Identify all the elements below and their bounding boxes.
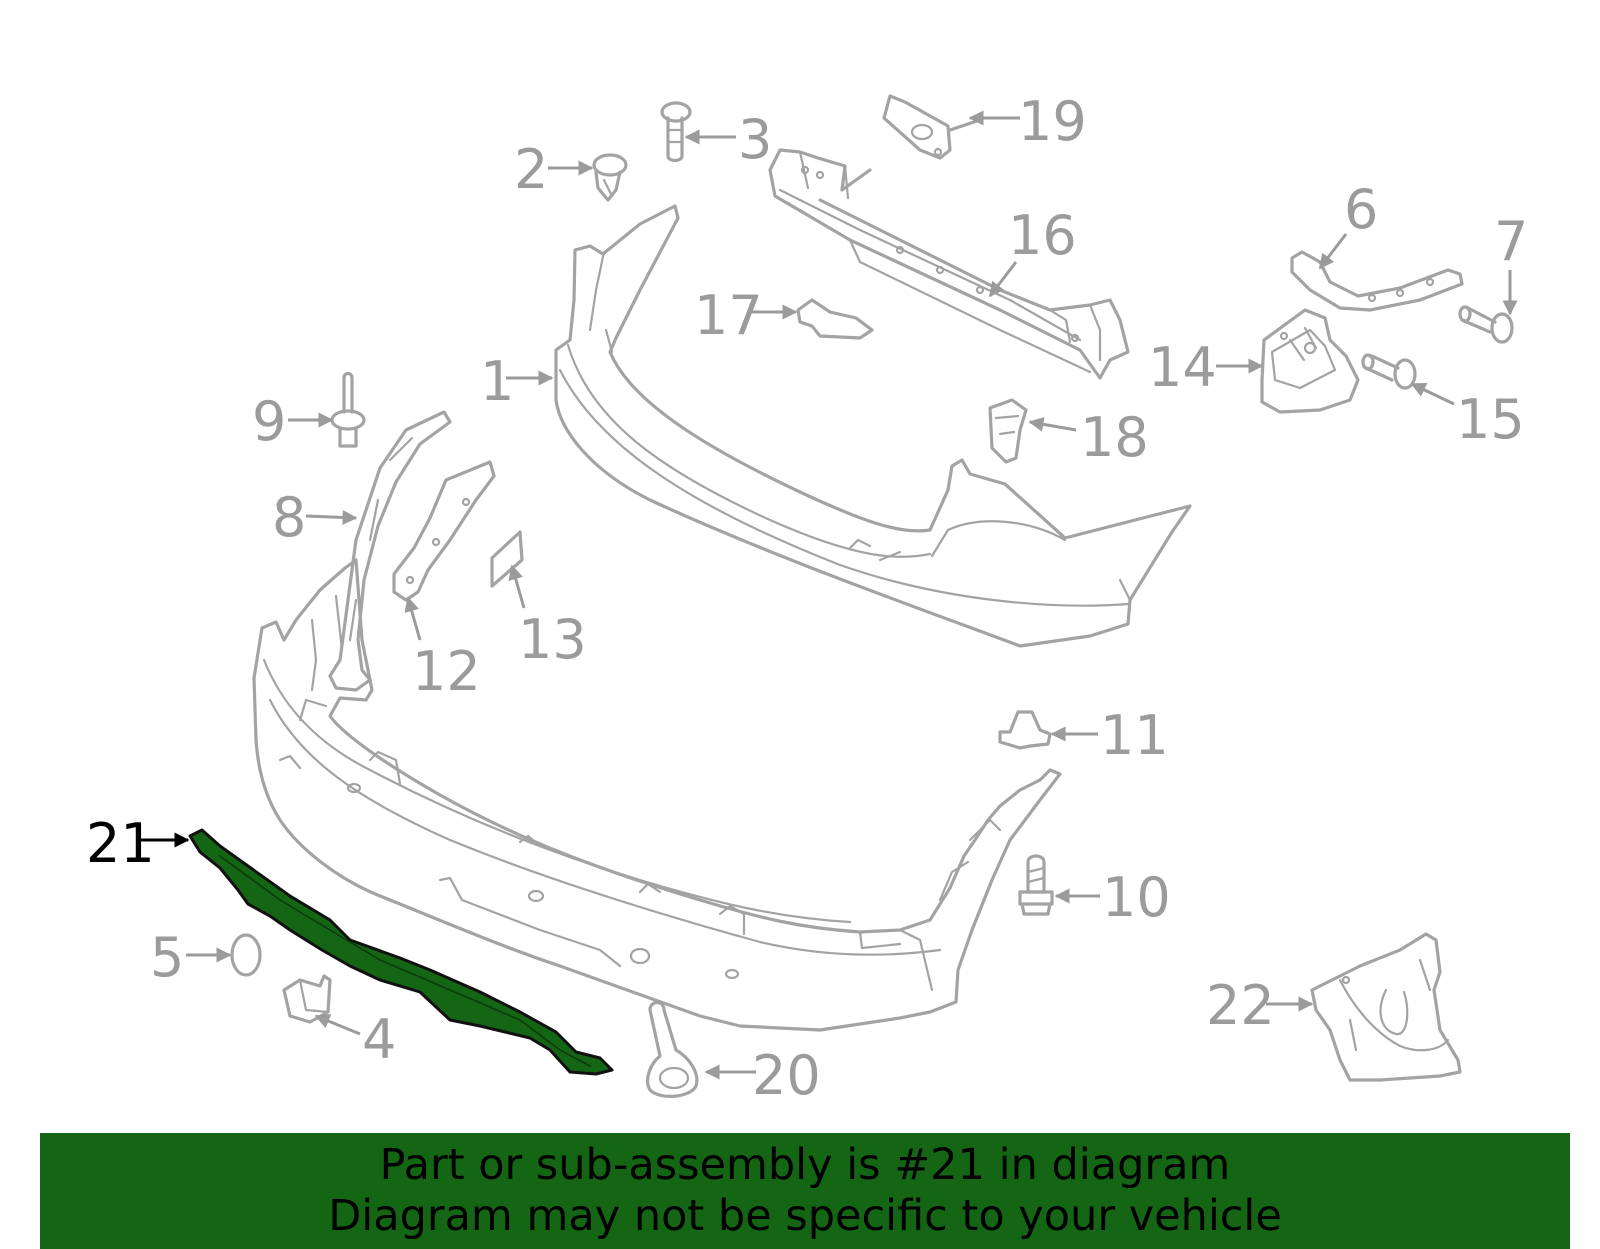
- part-6-side-bracket: [1290, 250, 1464, 312]
- part-14-mounting-bracket: [1260, 308, 1360, 414]
- callout-3: 3: [738, 108, 772, 171]
- callout-labels: 1 2 3 4 5 6 7 8 9 10 11 12 13 14 15 16 1…: [86, 90, 1528, 1107]
- part-9-push-pin: [330, 371, 366, 448]
- banner-line-disclaimer: Diagram may not be specific to your vehi…: [328, 1191, 1282, 1241]
- callout-5: 5: [150, 926, 184, 989]
- callout-22: 22: [1206, 974, 1275, 1037]
- callout-19: 19: [1018, 90, 1087, 153]
- callout-7: 7: [1494, 210, 1528, 273]
- callout-1: 1: [480, 350, 514, 413]
- info-banner: Part or sub-assembly is #21 in diagram D…: [40, 1133, 1570, 1249]
- callout-11: 11: [1100, 704, 1169, 767]
- lower-bumper-cover: [252, 558, 1062, 1032]
- leader-16: [988, 261, 1018, 298]
- callout-10: 10: [1102, 866, 1171, 929]
- callout-20: 20: [752, 1044, 821, 1107]
- part-4-retainer: [282, 974, 332, 1024]
- leader-8: [305, 509, 358, 525]
- part-17-bracket: [796, 298, 874, 340]
- leader-13: [508, 564, 526, 609]
- part-11-clip: [998, 710, 1052, 750]
- callout-9: 9: [252, 390, 286, 453]
- part-19-bracket: [882, 94, 982, 160]
- leader-12: [404, 596, 422, 641]
- part-16-reinforcement-beam: [768, 148, 1130, 380]
- leader-15: [1410, 382, 1455, 406]
- part-13-pad: [490, 530, 524, 588]
- callout-6: 6: [1344, 178, 1378, 241]
- part-21-highlighted-deflector: [188, 828, 614, 1076]
- callout-17: 17: [694, 284, 763, 347]
- part-7-screw: [1458, 305, 1514, 344]
- leader-4: [314, 1014, 361, 1036]
- callout-2: 2: [514, 138, 548, 201]
- callout-16: 16: [1008, 204, 1077, 267]
- part-12-side-bracket: [392, 460, 496, 602]
- callout-4: 4: [362, 1008, 396, 1071]
- callout-18: 18: [1080, 406, 1149, 469]
- callout-12: 12: [412, 640, 481, 703]
- part-15-screw: [1361, 353, 1417, 390]
- part-20-sensor: [646, 1000, 699, 1098]
- part-2-push-clip: [592, 153, 628, 202]
- part-5-grommet: [230, 933, 262, 977]
- callout-13: 13: [518, 608, 587, 671]
- callout-15: 15: [1456, 388, 1525, 451]
- leader-6: [1318, 233, 1348, 270]
- callout-21: 21: [86, 812, 155, 875]
- leader-18: [1028, 416, 1077, 432]
- part-10-bolt: [1018, 854, 1054, 916]
- callout-8: 8: [272, 486, 306, 549]
- part-3-bolt: [660, 101, 692, 163]
- banner-line-part-number: Part or sub-assembly is #21 in diagram: [379, 1140, 1231, 1190]
- part-18-bracket: [988, 398, 1028, 464]
- leader-arrows: [140, 110, 1518, 1080]
- callout-14: 14: [1148, 336, 1217, 399]
- part-1-bumper-cover-upper: [554, 204, 1192, 648]
- part-22-lower-bracket: [1310, 932, 1462, 1082]
